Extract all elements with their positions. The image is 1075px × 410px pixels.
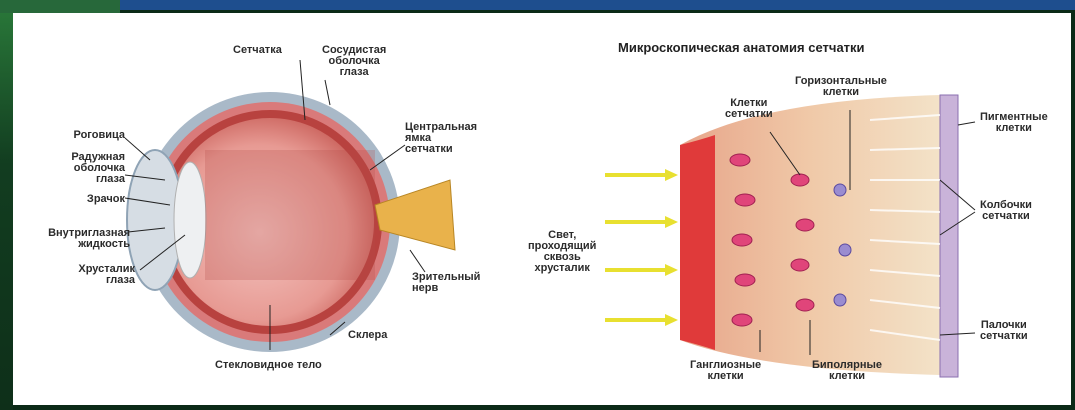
ganglion-layer-band [680,135,715,350]
light-arrows [605,169,678,326]
label-bipolar: Биполярные клетки [812,360,882,382]
label-retina-cells: Клетки сетчатки [725,98,773,120]
label-cornea: Роговица [55,130,125,141]
label-choroid: Сосудистая оболочка глаза [322,45,386,78]
label-pupil: Зрачок [55,194,125,205]
label-aqueous: Внутриглазная жидкость [18,228,130,250]
label-sclera: Склера [348,330,387,341]
label-ganglion: Ганглиозные клетки [690,360,761,382]
label-optic-nerve: Зрительный нерв [412,272,480,294]
label-fovea: Центральная ямка сетчатки [405,122,477,155]
label-horizontal-cells: Горизонтальные клетки [795,76,887,98]
label-retina: Сетчатка [233,45,282,56]
micro-title: Микроскопическая анатомия сетчатки [618,40,865,55]
label-light: Свет, проходящий сквозь хрусталик [528,230,596,274]
label-cones: Колбочки сетчатки [980,200,1032,222]
label-lens: Хрусталик глаза [40,264,135,286]
label-vitreous: Стекловидное тело [215,360,322,371]
label-rods: Палочки сетчатки [980,320,1028,342]
label-pigment-cells: Пигментные клетки [980,112,1048,134]
label-iris: Радужная оболочка глаза [40,152,125,185]
